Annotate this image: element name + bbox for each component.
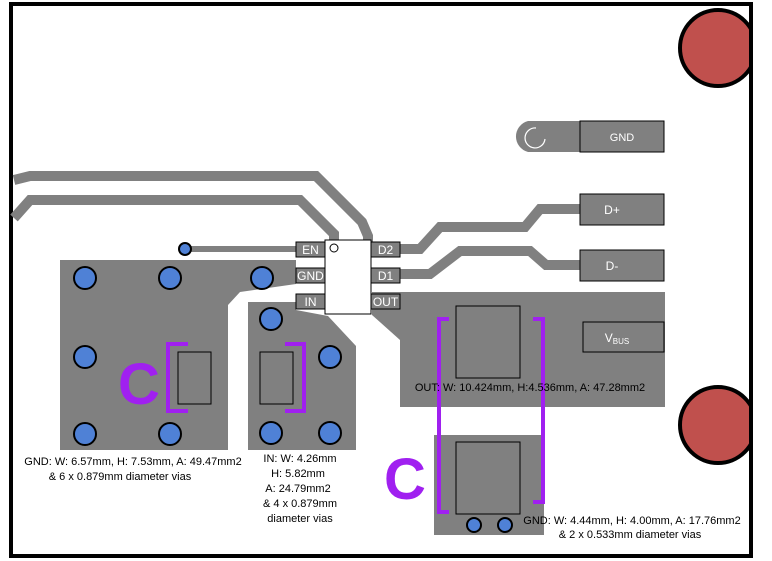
via xyxy=(318,421,342,445)
connector-vbus xyxy=(582,321,665,353)
cap-symbol-left: C xyxy=(118,352,160,417)
connector-dplus xyxy=(579,193,665,226)
connector-dminus xyxy=(579,249,665,282)
gnd-right-annotation-2: & 2 x 0.533mm diameter vias xyxy=(559,529,702,541)
vbus-main: V xyxy=(605,331,613,345)
via xyxy=(178,242,192,256)
in-annotation-4: & 4 x 0.879mm xyxy=(263,498,337,510)
via xyxy=(73,345,97,369)
gnd-right-copper xyxy=(434,435,544,535)
cap-gnd-left-body xyxy=(177,351,212,405)
pin-en-pad xyxy=(295,241,326,258)
ic-body xyxy=(324,239,372,315)
via xyxy=(497,517,513,533)
connector-gnd xyxy=(579,120,665,153)
via xyxy=(73,266,97,290)
in-annotation-1: IN: W: 4.26mm xyxy=(263,453,336,465)
mounting-hole-bottom xyxy=(678,385,758,465)
pin-d1-label: D1 xyxy=(378,269,394,283)
capacitor-markers xyxy=(166,317,545,514)
pin-out-label: OUT xyxy=(373,295,399,309)
pin-in-label: IN xyxy=(305,295,317,309)
via xyxy=(466,517,482,533)
in-annotation-2: H: 5.82mm xyxy=(271,468,325,480)
pin-d1-pad xyxy=(370,267,401,284)
connector-dminus-label: D- xyxy=(606,259,619,273)
gnd-left-annotation-2: & 6 x 0.879mm diameter vias xyxy=(49,471,192,483)
pin-d2-pad xyxy=(370,241,401,258)
via xyxy=(158,266,182,290)
connector-dplus-label: D+ xyxy=(604,203,620,217)
in-annotation-5: diameter vias xyxy=(267,513,333,525)
pin-gnd-label: GND xyxy=(297,269,324,283)
via xyxy=(318,345,342,369)
ic-pin1-marker xyxy=(329,243,339,253)
via xyxy=(259,307,283,331)
pin-d2-label: D2 xyxy=(378,243,394,257)
via xyxy=(158,422,182,446)
cap-in-body xyxy=(259,351,294,405)
via xyxy=(73,422,97,446)
pin-out-pad xyxy=(370,293,401,310)
connector-vbus-label: VBUS xyxy=(605,331,629,346)
cap-out-body xyxy=(455,305,521,379)
gnd-left-annotation-1: GND: W: 6.57mm, H: 7.53mm, A: 49.47mm2 xyxy=(24,456,241,468)
connector-gnd-label: GND xyxy=(610,132,635,144)
gnd-right-annotation-1: GND: W: 4.44mm, H: 4.00mm, A: 17.76mm2 xyxy=(523,515,740,527)
via xyxy=(250,266,274,290)
pin-in-pad xyxy=(295,293,326,310)
vias xyxy=(73,242,513,533)
in-annotation-3: A: 24.79mm2 xyxy=(265,483,330,495)
mounting-hole-top xyxy=(678,8,758,88)
vbus-sub: BUS xyxy=(613,337,629,346)
cap-gnd-right-body xyxy=(455,441,521,515)
via xyxy=(259,421,283,445)
pin-en-label: EN xyxy=(302,243,319,257)
cap-symbol-right: C xyxy=(384,447,426,512)
out-annotation: OUT: W: 10.424mm, H:4.536mm, A: 47.28mm2 xyxy=(415,382,645,394)
pin-gnd-pad xyxy=(295,267,326,284)
